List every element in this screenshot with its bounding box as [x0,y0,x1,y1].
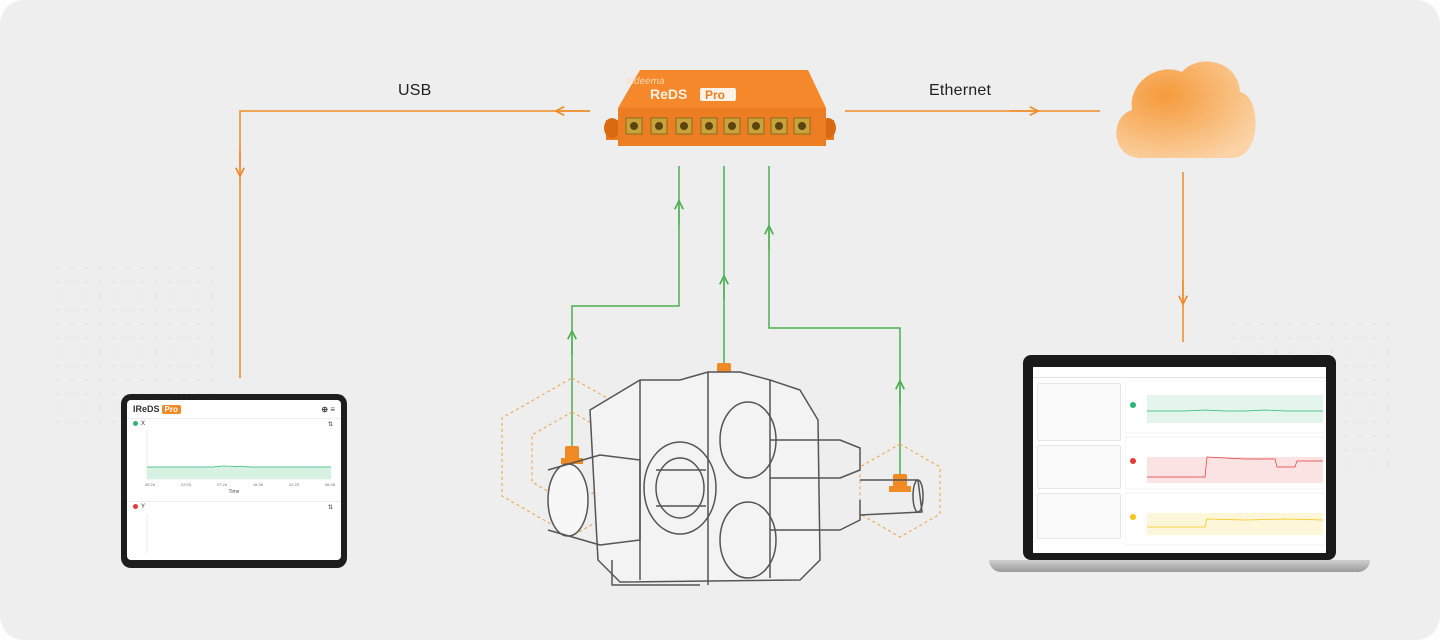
tablet-app-header: IReDS Pro ⊕ ≡ [127,400,341,419]
laptop-device [989,355,1370,572]
laptop-base [989,560,1370,572]
tablet-chart-y [146,514,148,554]
usb-label: USB [398,82,432,99]
cloud-icon [1116,61,1256,158]
laptop-charts [1125,381,1325,546]
channel-name: X [141,421,146,428]
sort-icon[interactable]: ⇅ [327,422,333,428]
channel-name: Y [141,504,146,511]
laptop-panel-devices [1037,383,1121,441]
laptop-screen [1033,367,1326,553]
laptop-lid [1023,355,1336,560]
ethernet-label: Ethernet [929,82,992,99]
laptop-app-titlebar [1033,367,1326,378]
laptop-app-sidebar [1037,383,1121,551]
reds-pro-device: Indeema ReDS Pro [604,70,836,146]
status-dot-icon [133,504,138,509]
device-badge-text: Pro [705,88,725,102]
sensors [561,363,911,492]
status-dot-icon [133,421,138,426]
tablet-logo-text: IReDS [133,404,160,414]
sort-icon[interactable]: ⇅ [327,505,333,511]
tablet-logo-badge: Pro [161,404,181,414]
tablet-x-axis-label: Time [228,489,240,495]
usb-connection-line [240,111,590,378]
laptop-panel-settings [1037,445,1121,489]
tablet-chart-x [146,431,331,480]
tablet-channel-y: Y ⇅ [127,501,341,560]
device-ports [625,117,811,135]
device-brand-text: Indeema [625,76,666,87]
sensor-signal-lines [572,166,900,476]
tablet-header-icons[interactable]: ⊕ ≡ [321,404,335,414]
machine-drawing [547,371,924,586]
device-product-text: ReDS [650,86,687,102]
laptop-panel-info [1037,493,1121,539]
